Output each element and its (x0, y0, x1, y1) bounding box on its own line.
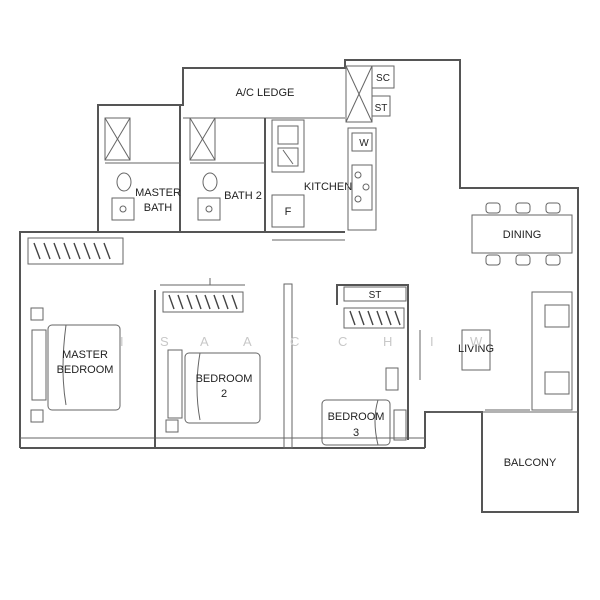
kitchen: F KITCHEN W (271, 119, 377, 241)
nightstand-icon (167, 349, 183, 419)
sc-label: SC (376, 73, 390, 84)
service-shafts: SC ST (345, 65, 395, 123)
lamp-icon (165, 419, 179, 433)
lamp-icon (30, 307, 44, 321)
desk-icon (385, 367, 399, 391)
watermark: I S A A C C H I W (120, 334, 484, 349)
watermark-char: I (120, 334, 126, 349)
balcony: BALCONY (430, 409, 578, 469)
bed-icon (184, 352, 261, 424)
st-top-label: ST (375, 103, 388, 114)
chair-icon (545, 202, 561, 214)
sink-icon (277, 125, 299, 145)
living: LIVING (419, 291, 573, 411)
balcony-label: BALCONY (504, 457, 557, 469)
ac-ledge: A/C LEDGE (236, 87, 295, 99)
dining-label: DINING (503, 229, 542, 241)
kitchen-label: KITCHEN (304, 181, 352, 193)
bed-icon (321, 399, 391, 446)
wardrobe-icon (343, 307, 405, 329)
living-label: LIVING (458, 343, 494, 355)
master-bedroom-label-2: BEDROOM (57, 364, 114, 376)
watermark-char: A (200, 334, 211, 349)
wardrobe-icon (162, 291, 244, 313)
watermark-char: C (290, 334, 301, 349)
chair-icon (485, 254, 501, 266)
st-bedroom-3-label: ST (369, 290, 382, 301)
watermark-char: I (430, 334, 436, 349)
wardrobe-icon (27, 237, 124, 265)
chair-icon (515, 254, 531, 266)
ac-ledge-label: A/C LEDGE (236, 87, 295, 99)
bath-2-label: BATH 2 (224, 190, 262, 202)
lamp-icon (30, 409, 44, 423)
nightstand-icon (393, 409, 407, 441)
master-bedroom: MASTER BEDROOM (27, 237, 124, 423)
cushion-icon (544, 371, 570, 395)
bedroom-3: ST BEDROOM 3 (321, 284, 409, 446)
bedroom-2-label-1: BEDROOM (196, 373, 253, 385)
toilet-icon (202, 172, 218, 192)
bedroom-2-label-2: 2 (221, 388, 227, 400)
bath-2: BATH 2 (189, 117, 266, 232)
cushion-icon (544, 304, 570, 328)
sofa-icon (531, 291, 573, 411)
watermark-char: C (338, 334, 349, 349)
toilet-icon (116, 172, 132, 192)
dining: DINING (471, 202, 573, 266)
master-bath-label-1: MASTER (135, 187, 181, 199)
bedroom-3-label-1: BEDROOM (328, 411, 385, 423)
outer-walls (19, 59, 579, 513)
master-bath-label-2: BATH (144, 202, 173, 214)
watermark-char: S (160, 334, 171, 349)
bedroom-2: BEDROOM 2 (162, 291, 261, 433)
chair-icon (515, 202, 531, 214)
bed-icon (47, 324, 121, 411)
master-bedroom-label-1: MASTER (62, 349, 108, 361)
master-bath: MASTER BATH (104, 105, 181, 232)
fridge-label: F (285, 206, 292, 218)
chair-icon (545, 254, 561, 266)
watermark-char: W (470, 334, 484, 349)
bedroom-3-label-2: 3 (353, 427, 359, 439)
watermark-char: A (243, 334, 254, 349)
watermark-char: H (383, 334, 394, 349)
chair-icon (485, 202, 501, 214)
stove-icon (351, 164, 373, 211)
washer-label: W (359, 138, 369, 149)
basin-icon (111, 197, 135, 221)
nightstand-icon (31, 329, 47, 401)
basin-icon (197, 197, 221, 221)
